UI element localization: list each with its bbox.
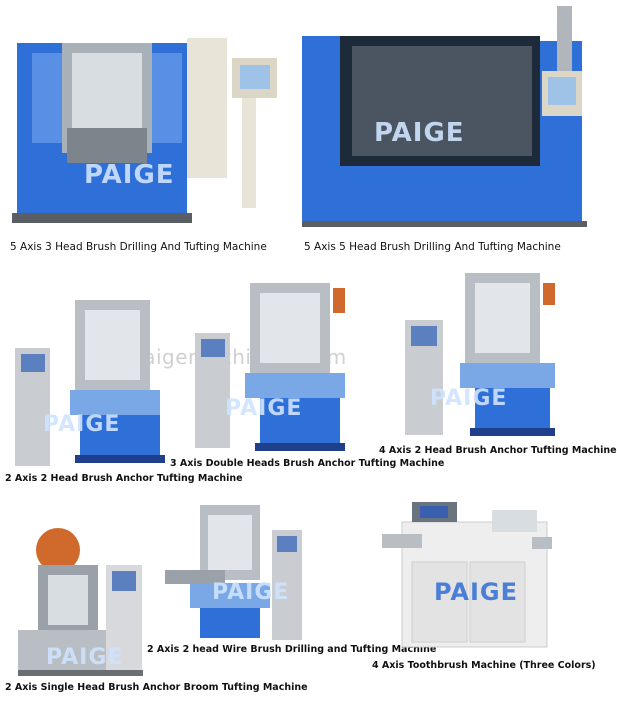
caption-machine-8: 4 Axis Toothbrush Machine (Three Colors)	[372, 660, 596, 671]
machine-illustration	[195, 283, 345, 451]
machine-illustration	[405, 273, 555, 436]
machine-illustration	[18, 528, 143, 676]
brand-watermark: PAIGE	[434, 578, 518, 606]
machine-photo-2axis-2head-wire: PAIGE	[160, 505, 305, 643]
machine-photo-2axis-2head-anchor: PAIGE	[15, 290, 165, 470]
brand-watermark: PAIGE	[43, 412, 121, 437]
machine-photo-2axis-single-head-broom: PAIGE	[18, 505, 148, 677]
brand-watermark: PAIGE	[46, 645, 124, 670]
machine-illustration	[15, 300, 165, 466]
caption-machine-5: 4 Axis 2 Head Brush Anchor Tufting Machi…	[379, 445, 617, 456]
caption-machine-1: 5 Axis 3 Head Brush Drilling And Tufting…	[10, 241, 267, 253]
brand-watermark: PAIGE	[212, 580, 290, 605]
machine-photo-5axis-5head: PAIGE	[302, 6, 597, 228]
brand-watermark: PAIGE	[430, 386, 508, 411]
machine-photo-4axis-toothbrush: PAIGE	[382, 492, 554, 650]
brand-watermark: PAIGE	[225, 396, 303, 421]
caption-machine-4: 3 Axis Double Heads Brush Anchor Tufting…	[170, 458, 445, 469]
brand-watermark: PAIGE	[374, 118, 465, 148]
machine-illustration	[12, 38, 277, 223]
machine-illustration	[302, 6, 587, 227]
caption-machine-7: 2 Axis 2 head Wire Brush Drilling and Tu…	[147, 644, 437, 655]
brand-watermark: PAIGE	[84, 160, 175, 190]
machine-illustration	[382, 502, 552, 648]
machine-photo-5axis-3head: PAIGE	[12, 28, 282, 228]
machine-illustration	[165, 505, 302, 640]
machine-photo-3axis-double-heads: PAIGE	[195, 278, 355, 458]
machine-photo-4axis-2head-anchor: PAIGE	[405, 268, 560, 443]
caption-machine-2: 5 Axis 5 Head Brush Drilling And Tufting…	[304, 241, 561, 253]
caption-machine-6: 2 Axis Single Head Brush Anchor Broom Tu…	[5, 682, 308, 693]
caption-machine-3: 2 Axis 2 Head Brush Anchor Tufting Machi…	[5, 473, 243, 484]
